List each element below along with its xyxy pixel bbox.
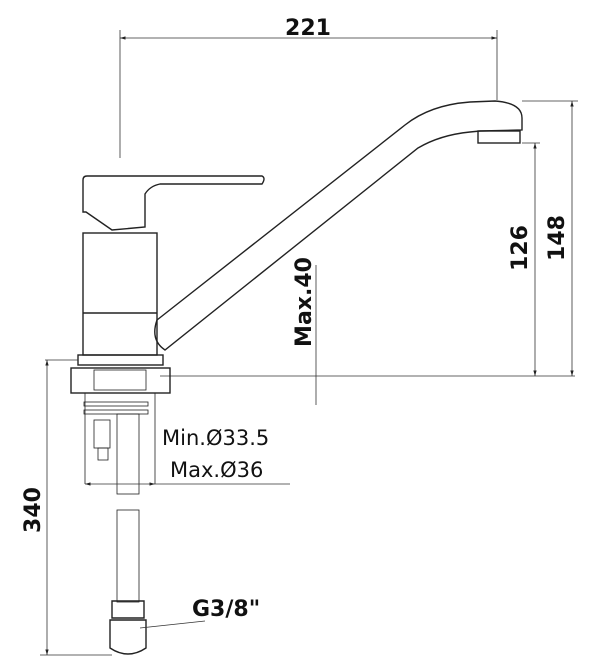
dim-spout-reach: 221 [285,16,331,41]
dim-connection: G3/8" [192,597,260,622]
flex-hose [109,413,147,655]
dim-hole-min: Min.Ø33.5 [162,426,269,450]
dim-total-height: 148 [545,215,570,261]
dim-max-deck: Max.40 [292,257,317,347]
mounting-assembly [70,367,171,484]
spout [154,100,523,351]
faucet-body [77,175,265,366]
dim-hole-max: Max.Ø36 [170,458,263,482]
dim-hose-length: 340 [21,487,46,533]
dimension-lines [40,30,578,656]
dim-outlet-height: 126 [508,225,533,271]
